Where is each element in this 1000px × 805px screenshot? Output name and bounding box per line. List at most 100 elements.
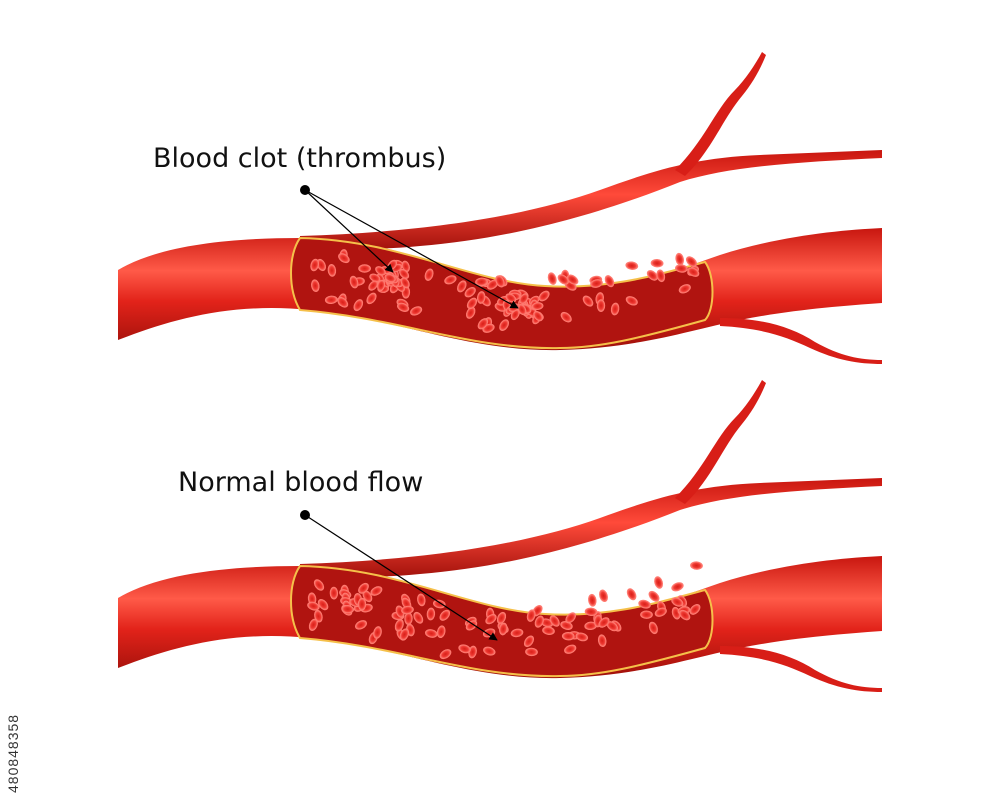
red-blood-cell: [313, 579, 325, 591]
red-blood-cell: [685, 256, 698, 267]
lumen-cutaway: [290, 236, 714, 350]
red-blood-cells: [307, 561, 703, 660]
upper-branch-fork: [675, 52, 766, 176]
red-blood-cell: [646, 270, 658, 281]
red-blood-cell: [526, 609, 536, 622]
red-blood-cell: [599, 589, 608, 603]
red-blood-cell: [439, 649, 452, 660]
red-blood-cell: [625, 261, 639, 270]
red-blood-cell: [519, 293, 529, 304]
red-blood-cell: [499, 319, 510, 331]
upper-branch: [300, 150, 882, 250]
clot-leader-right: [304, 189, 519, 309]
upper-branch-fork: [675, 380, 766, 504]
red-blood-cell: [638, 599, 651, 609]
red-blood-cell: [531, 302, 544, 311]
red-blood-cell: [654, 576, 664, 589]
red-blood-cell: [458, 644, 471, 654]
red-blood-cell: [654, 607, 667, 617]
red-blood-cell: [525, 647, 538, 657]
red-blood-cell: [564, 644, 577, 654]
red-blood-cell: [648, 590, 660, 602]
red-blood-cell: [596, 299, 606, 313]
red-blood-cell: [650, 258, 664, 268]
red-blood-cell: [366, 292, 377, 305]
red-blood-cell: [597, 634, 607, 648]
red-blood-cell: [499, 622, 508, 636]
red-blood-cell: [432, 599, 446, 609]
red-blood-cell: [598, 617, 610, 628]
red-blood-cell: [417, 593, 426, 607]
red-blood-cell: [457, 280, 467, 293]
red-blood-cell: [533, 310, 543, 322]
red-blood-cell: [588, 593, 597, 607]
normal-leader-line: [300, 510, 498, 641]
red-blood-cell: [310, 258, 320, 272]
red-blood-cell: [357, 597, 367, 611]
red-blood-cell: [640, 610, 653, 619]
red-blood-cell: [678, 284, 691, 294]
upper-branch: [300, 478, 882, 578]
red-blood-cell: [370, 586, 383, 596]
red-blood-cell: [358, 582, 369, 594]
red-blood-cell: [671, 582, 684, 592]
red-blood-cell: [353, 299, 364, 312]
red-blood-cell: [401, 260, 410, 273]
red-blood-cell: [485, 613, 497, 625]
red-blood-cell: [338, 253, 350, 264]
red-blood-cell: [400, 277, 410, 289]
red-blood-cell: [404, 612, 413, 625]
red-blood-cell: [327, 264, 337, 277]
red-blood-cells: [310, 249, 700, 333]
red-blood-cell: [517, 304, 527, 316]
red-blood-cell: [394, 619, 404, 632]
red-blood-cell: [314, 609, 323, 623]
red-blood-cell: [466, 297, 478, 310]
red-blood-cell: [426, 607, 436, 621]
vessel-with-clot: [118, 52, 882, 364]
red-blood-cell: [604, 275, 615, 288]
red-blood-cell: [401, 605, 414, 615]
red-blood-cell: [523, 635, 535, 648]
thrombus-cluster-left: [368, 259, 410, 293]
red-blood-cell: [317, 598, 329, 611]
red-blood-cell: [477, 318, 489, 330]
red-blood-cell: [610, 302, 620, 316]
red-blood-cell: [373, 626, 382, 639]
red-blood-cell: [542, 626, 555, 635]
red-blood-cell: [495, 275, 505, 288]
red-blood-cell: [354, 620, 368, 630]
clot-leader-lines: [300, 185, 519, 309]
red-blood-cell: [510, 628, 524, 638]
red-blood-cell: [690, 561, 703, 570]
clot-leader-left: [304, 189, 394, 273]
red-blood-cell: [561, 631, 575, 641]
blood-clot-label: Blood clot (thrombus): [153, 143, 447, 174]
red-blood-cell: [689, 603, 701, 615]
red-blood-cell: [337, 296, 349, 308]
red-blood-cell: [308, 618, 318, 631]
red-blood-cell: [324, 295, 338, 305]
red-blood-cell: [375, 266, 386, 276]
red-blood-cell: [424, 629, 438, 638]
red-blood-cell: [436, 625, 446, 639]
red-blood-cell: [439, 609, 451, 621]
red-blood-cell: [565, 612, 577, 624]
red-blood-cell: [384, 273, 396, 283]
red-blood-cell: [626, 588, 637, 601]
stock-image-id: 480848358: [5, 713, 21, 793]
red-blood-cell: [475, 277, 488, 287]
red-blood-cell: [410, 306, 423, 316]
red-blood-cell: [671, 597, 684, 607]
vessel-normal: [118, 380, 882, 692]
red-blood-cell: [483, 646, 496, 656]
red-blood-cell: [399, 628, 410, 641]
red-blood-cell: [566, 274, 579, 285]
red-blood-cell: [560, 311, 572, 323]
normal-blood-flow-label: Normal blood flow: [178, 467, 424, 498]
red-blood-cell: [413, 611, 424, 624]
red-blood-cell: [549, 615, 560, 627]
red-blood-cell: [329, 586, 339, 600]
red-blood-cell: [675, 252, 685, 266]
